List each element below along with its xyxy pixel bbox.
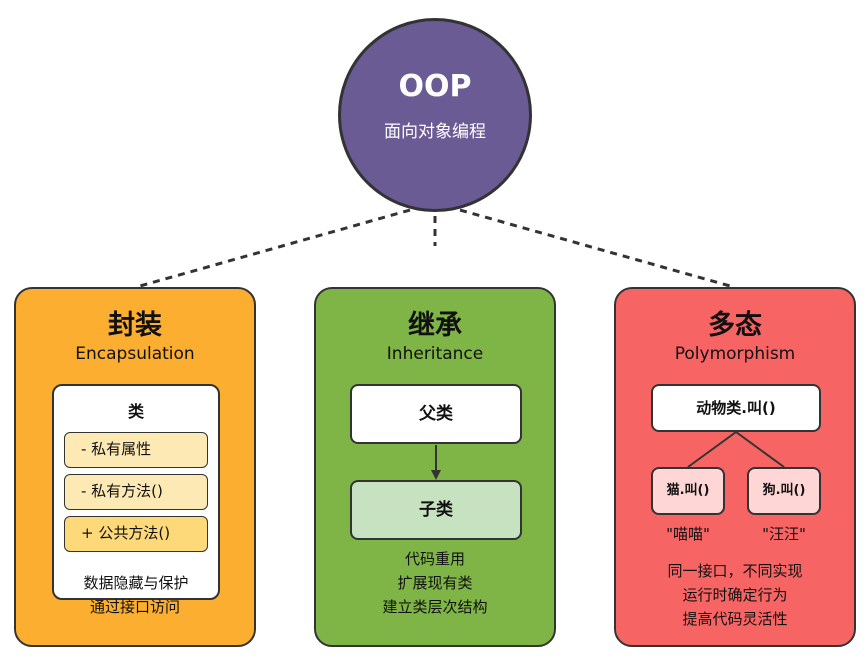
polymorphism-subtitle: Polymorphism (674, 344, 796, 364)
encapsulation-note-1: 数据隐藏与保护 (83, 574, 189, 592)
root-title: OOP (398, 69, 472, 104)
inheritance-subtitle: Inheritance (386, 344, 484, 364)
animal-base-method: 动物类.叫() (651, 384, 821, 432)
connector-to-polymorphism (434, 201, 731, 288)
private-attribute: - 私有属性 (64, 432, 208, 468)
inheritance-note-1: 代码重用 (404, 550, 465, 568)
parent-class-box: 父类 (350, 384, 522, 444)
inheritance-note-2: 扩展现有类 (397, 574, 473, 592)
class-title: 类 (127, 402, 144, 421)
csdn-watermark: CSDN @大模型大数据攻城狮 (671, 648, 856, 664)
inheritance-arrow (431, 445, 441, 480)
cat-method: 猫.叫() (651, 467, 725, 515)
inheritance-note-3: 建立类层次结构 (382, 598, 488, 616)
inheritance-panel: 继承 Inheritance 父类 子类 代码重用 扩展现有类 建立类层次结构 (314, 287, 556, 647)
polymorphism-note-3: 提高代码灵活性 (682, 610, 788, 628)
polymorphism-panel: 多态 Polymorphism 动物类.叫() 猫.叫() 狗.叫() "喵喵"… (614, 287, 856, 647)
polymorphism-note-2: 运行时确定行为 (682, 586, 788, 604)
oop-root-node: OOP 面向对象编程 (338, 18, 532, 212)
dog-method: 狗.叫() (747, 467, 821, 515)
encapsulation-panel: 封装 Encapsulation 类 - 私有属性 - 私有方法() + 公共方… (14, 287, 256, 647)
class-box: 类 - 私有属性 - 私有方法() + 公共方法() 数据隐藏与保护 (52, 384, 220, 600)
child-class-box: 子类 (350, 480, 522, 540)
connector-to-encapsulation (139, 201, 436, 288)
root-subtitle: 面向对象编程 (384, 122, 486, 142)
polymorphism-title: 多态 (708, 310, 762, 341)
encapsulation-subtitle: Encapsulation (75, 344, 195, 364)
dog-sound: "汪汪" (762, 525, 806, 543)
cat-sound: "喵喵" (666, 525, 710, 543)
public-method: + 公共方法() (64, 516, 208, 552)
polymorphism-note-1: 同一接口，不同实现 (667, 562, 803, 580)
polymorphism-branch-lines (687, 431, 785, 468)
encapsulation-note-2: 通过接口访问 (89, 598, 180, 616)
inheritance-title: 继承 (408, 310, 462, 341)
encapsulation-title: 封装 (108, 310, 162, 341)
private-method: - 私有方法() (64, 474, 208, 510)
